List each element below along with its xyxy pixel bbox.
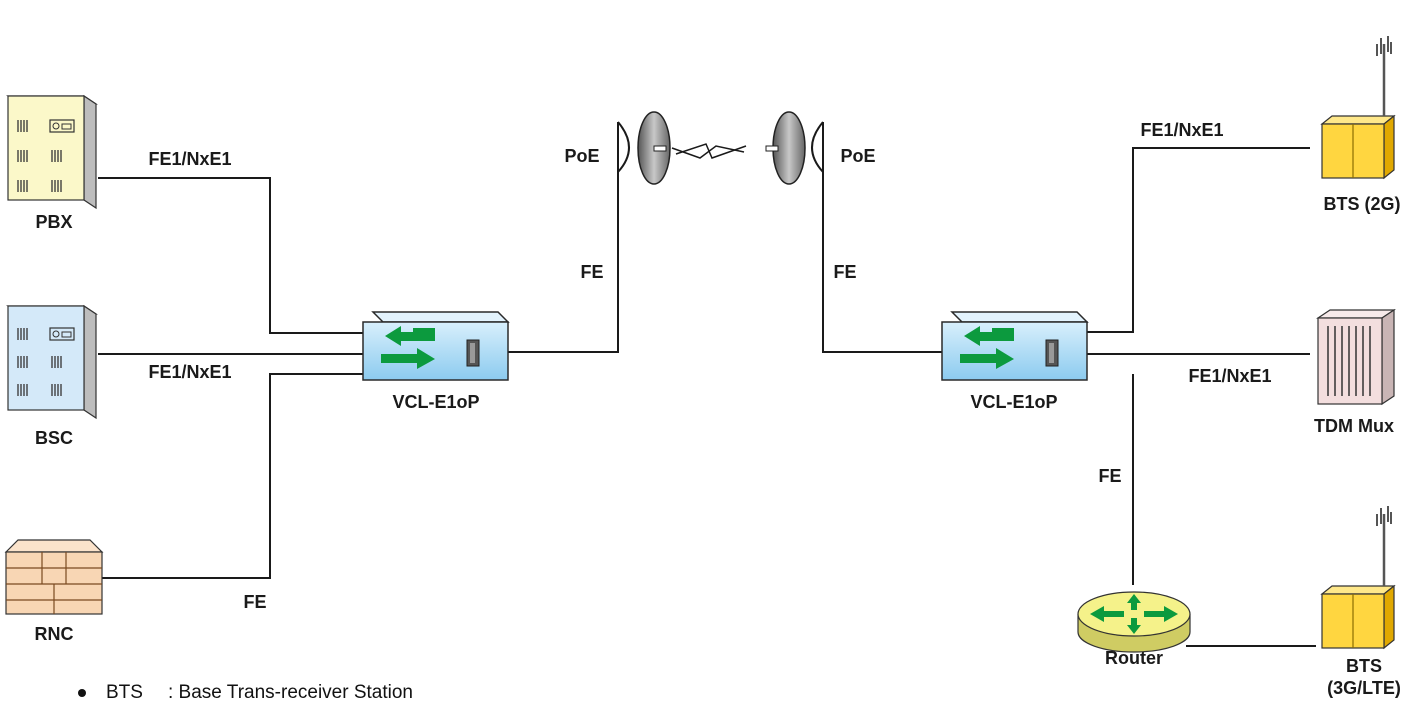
bts-2g-label: BTS (2G): [1323, 194, 1400, 214]
left-fe-label: FE: [580, 262, 603, 282]
pbx-device-icon: [7, 95, 97, 209]
dish-left-icon: [617, 111, 671, 185]
pbx-link-label: FE1/NxE1: [148, 149, 231, 169]
bts-3g-device-icon: [1320, 504, 1396, 650]
vcl-right-device-icon: [941, 311, 1088, 381]
router-device-icon: [1077, 591, 1191, 653]
rnc-link-label: FE: [243, 592, 266, 612]
router-label: Router: [1105, 648, 1163, 668]
connection-lines: [98, 122, 1316, 647]
bullet-icon: [78, 688, 86, 697]
router-link-label: FE: [1098, 466, 1121, 486]
lightning-icon: [671, 145, 745, 159]
bts-2g-device-icon: [1320, 34, 1396, 180]
tdm-mux-label: TDM Mux: [1314, 416, 1394, 436]
rnc-label: RNC: [35, 624, 74, 644]
tdm-link-label: FE1/NxE1: [1188, 366, 1271, 386]
bts-2g-link-label: FE1/NxE1: [1140, 120, 1223, 140]
dish-right-icon: [765, 111, 824, 185]
vcl-left-device-icon: [362, 311, 509, 381]
bsc-link-label: FE1/NxE1: [148, 362, 231, 382]
legend-abbr: BTS: [106, 682, 143, 703]
legend: BTS : Base Trans-receiver Station: [78, 682, 413, 704]
vcl-right-label: VCL-E1oP: [970, 392, 1057, 412]
pbx-label: PBX: [35, 212, 72, 232]
rnc-device-icon: [4, 539, 104, 615]
left-poe-label: PoE: [564, 146, 599, 166]
right-poe-label: PoE: [840, 146, 875, 166]
bts-3g-label-line1: BTS: [1346, 656, 1382, 676]
legend-text: : Base Trans-receiver Station: [168, 682, 413, 703]
bts-3g-label-line2: (3G/LTE): [1327, 678, 1401, 698]
bsc-label: BSC: [35, 428, 73, 448]
bsc-device-icon: [6, 304, 98, 420]
wireless-link: [617, 111, 824, 185]
tdm-mux-device-icon: [1316, 308, 1396, 406]
vcl-left-label: VCL-E1oP: [392, 392, 479, 412]
right-fe-label: FE: [833, 262, 856, 282]
